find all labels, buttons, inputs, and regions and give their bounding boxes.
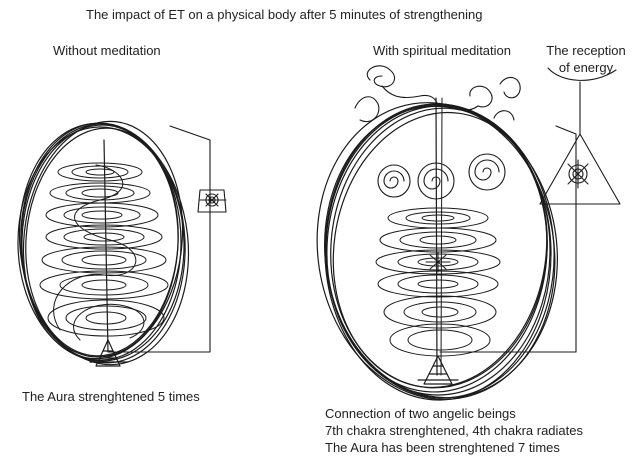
diagram-title: The impact of ET on a physical body afte… xyxy=(86,7,483,22)
right-caption-line-1: Connection of two angelic beings xyxy=(325,406,516,421)
right-panel-caption: Connection of two angelic beings 7th cha… xyxy=(325,405,583,456)
left-chakra-spirals xyxy=(39,162,169,337)
reception-label: The reception of energy xyxy=(546,43,626,75)
left-root-pyramid xyxy=(89,339,129,367)
angelic-beings xyxy=(354,65,521,122)
right-root-pyramid xyxy=(417,355,459,385)
right-upper-spirals xyxy=(377,153,506,200)
right-caption-line-2: 7th chakra strenghtened, 4th chakra radi… xyxy=(325,423,583,438)
right-panel-heading: With spiritual meditation xyxy=(373,43,511,58)
left-panel-heading: Without meditation xyxy=(53,43,161,58)
left-et-device xyxy=(107,125,227,353)
right-chakra-spirals xyxy=(375,207,501,357)
left-swirl xyxy=(53,164,145,341)
right-aura-figure xyxy=(316,65,621,401)
right-et-device xyxy=(439,67,621,353)
left-aura-figure xyxy=(17,120,227,367)
left-spine xyxy=(103,139,109,353)
left-panel-caption: The Aura strenghtened 5 times xyxy=(22,389,200,404)
right-aura-ovals xyxy=(316,102,558,401)
right-caption-line-3: The Aura has been strenghtened 7 times xyxy=(325,440,560,455)
right-heart-radiance xyxy=(425,251,451,273)
left-aura-ovals xyxy=(17,120,190,366)
